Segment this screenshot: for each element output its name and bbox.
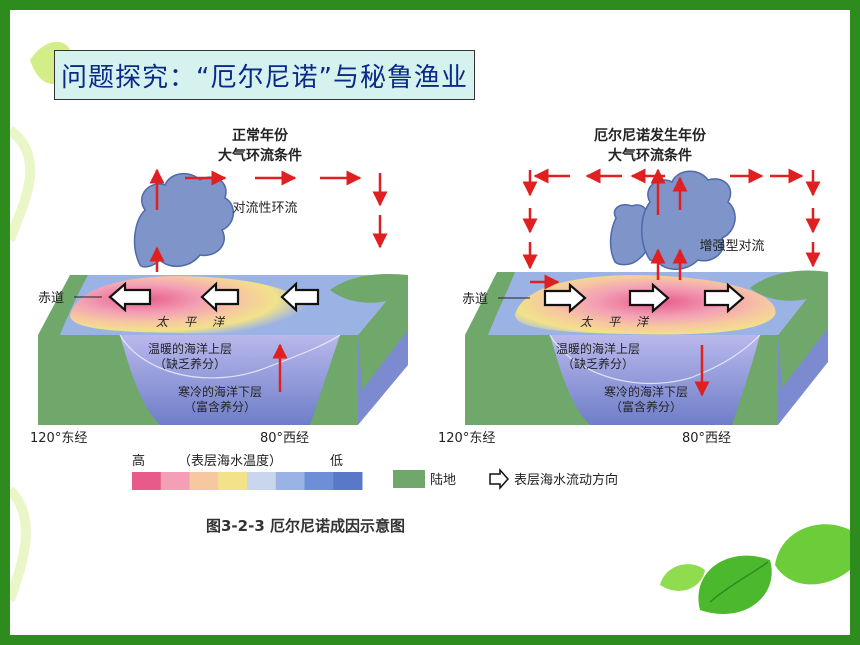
left-upper-layer-1: 温暖的海洋上层 <box>148 341 232 356</box>
right-upper-layer-2: （缺乏养分） <box>562 356 634 371</box>
left-east-longitude: 80°西经 <box>260 431 309 446</box>
legend-land-label: 陆地 <box>430 472 456 488</box>
legend-temp-swatch <box>333 472 363 490</box>
decor-leaves <box>660 524 850 614</box>
decor-leaf-vein <box>709 561 769 603</box>
right-east-longitude: 80°西经 <box>682 431 731 446</box>
figure-caption: 图3-2-3 厄尔尼诺成因示意图 <box>206 517 405 535</box>
legend-temp-swatch <box>160 472 190 490</box>
right-panel: 厄尔尼诺发生年份 大气环流条件 增强型对流 赤道 太平洋 温暖的海洋上层 （缺乏… <box>438 127 828 446</box>
right-land-east <box>732 335 778 425</box>
left-lower-layer-2: （富含养分） <box>184 399 256 414</box>
left-top-land-west <box>38 275 88 335</box>
legend-temp-swatch <box>189 472 219 490</box>
legend-temp-swatch <box>304 472 334 490</box>
legend-temp-swatch <box>247 472 277 490</box>
right-heading-2: 大气环流条件 <box>608 147 692 164</box>
legend-land-swatch <box>393 470 425 488</box>
right-upper-layer-1: 温暖的海洋上层 <box>556 341 640 356</box>
legend-flow-label: 表层海水流动方向 <box>514 472 618 488</box>
legend-high-label: 高 <box>132 453 145 469</box>
right-top-land-west <box>465 272 515 335</box>
left-equator-label: 赤道 <box>38 291 64 306</box>
left-land-east <box>310 335 358 425</box>
left-pacific-label: 太平洋 <box>156 315 240 329</box>
decor-swirl <box>10 126 36 242</box>
left-upper-layer-2: （缺乏养分） <box>154 356 226 371</box>
right-top-land-east <box>750 270 828 301</box>
right-west-longitude: 120°东经 <box>438 431 495 446</box>
slide-content: 正常年份 大气环流条件 对流性环流 赤道 太平洋 温暖的海洋上层 （缺乏养分） … <box>10 10 850 635</box>
legend-temperature-scale <box>132 472 363 490</box>
legend-temp-swatch <box>218 472 248 490</box>
title-box: 问题探究：“厄尔尼诺”与秘鲁渔业 <box>54 50 475 100</box>
legend-temp-label: （表层海水温度） <box>178 453 282 469</box>
legend-flow-arrow-icon <box>489 468 510 490</box>
right-land-west <box>465 335 590 425</box>
right-lower-layer-2: （富含养分） <box>610 399 682 414</box>
left-heading-2: 大气环流条件 <box>218 147 302 164</box>
left-heading-1: 正常年份 <box>232 127 289 144</box>
left-land-west <box>38 335 160 425</box>
left-top-land-east <box>330 273 408 303</box>
left-panel: 正常年份 大气环流条件 对流性环流 赤道 太平洋 温暖的海洋上层 （缺乏养分） … <box>30 127 408 446</box>
left-surface-flow-arrow <box>280 281 320 313</box>
right-surface-flow-arrow <box>543 282 587 314</box>
right-equator-label: 赤道 <box>462 292 488 307</box>
decor-leaf <box>660 564 705 591</box>
right-heading-1: 厄尔尼诺发生年份 <box>594 127 707 144</box>
left-thermocline <box>119 334 341 379</box>
left-side-land <box>358 275 408 390</box>
legend-temp-swatch <box>132 472 162 490</box>
right-cloud-large <box>641 170 736 270</box>
right-surface-flow-arrow <box>703 282 745 314</box>
legend: 高 （表层海水温度） 低 陆地 表层海水流动方向 <box>132 453 618 490</box>
right-thermocline <box>549 334 761 385</box>
left-surface-flow-arrow <box>108 281 152 313</box>
right-side-land <box>778 272 828 388</box>
page-title: 问题探究：“厄尔尼诺”与秘鲁渔业 <box>61 62 468 93</box>
legend-temp-swatch <box>275 472 305 490</box>
decor-leaf <box>698 555 772 614</box>
legend-low-label: 低 <box>330 454 343 469</box>
right-pacific-label: 太平洋 <box>580 315 664 329</box>
right-convection-label: 增强型对流 <box>699 239 764 254</box>
left-cloud <box>133 173 234 268</box>
left-surface-flow-arrow <box>200 281 240 313</box>
right-surface-flow-arrow <box>628 282 670 314</box>
right-cloud-small <box>609 204 652 266</box>
right-lower-layer-1: 寒冷的海洋下层 <box>604 384 688 399</box>
decor-leaf <box>775 524 850 585</box>
decor-swirl <box>10 486 31 602</box>
el-nino-diagram: 正常年份 大气环流条件 对流性环流 赤道 太平洋 温暖的海洋上层 （缺乏养分） … <box>10 41 850 614</box>
left-west-longitude: 120°东经 <box>30 431 87 446</box>
left-lower-layer-1: 寒冷的海洋下层 <box>178 384 262 399</box>
left-convection-label: 对流性环流 <box>232 201 297 216</box>
